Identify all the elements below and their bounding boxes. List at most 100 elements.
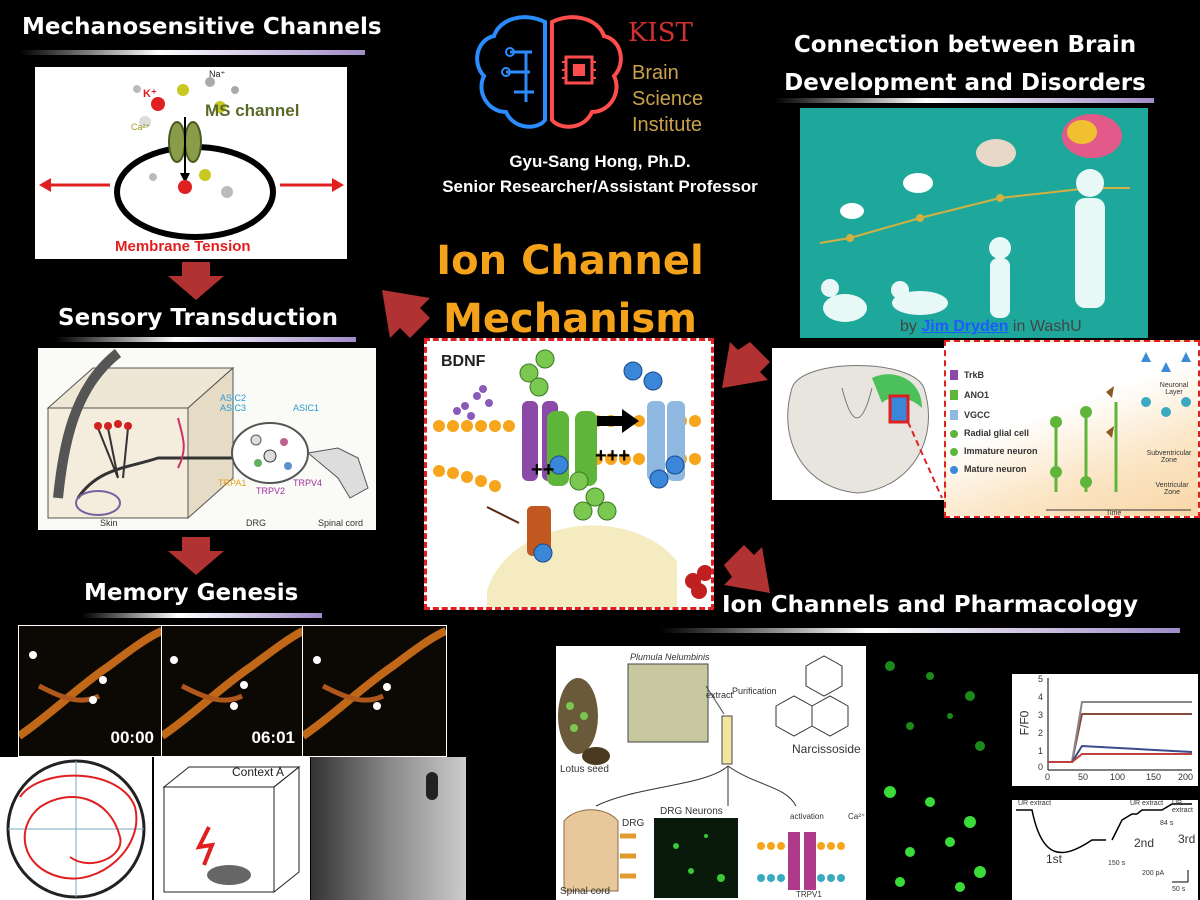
label-extract: extract: [706, 690, 734, 700]
skin-drg-diagram: [46, 349, 369, 520]
xtick: 100: [1110, 772, 1126, 782]
ytick: 5: [1038, 674, 1044, 684]
right-up-arrow-icon: [722, 340, 770, 393]
label-trpv1: TRPV1: [796, 890, 822, 899]
credit-in: in WashU: [1008, 318, 1082, 335]
ytick: 2: [1038, 728, 1044, 738]
label-lotus-seed: Lotus seed: [560, 764, 609, 775]
marker-dot: [29, 651, 37, 659]
zone-neuronal: Neuronal Layer: [1159, 382, 1189, 396]
ms-label-na: Na⁺: [209, 69, 226, 79]
label-84s: 84 s: [1160, 820, 1174, 827]
marker-dot: [170, 656, 178, 664]
label-asic23: ASIC2 ASIC3: [220, 393, 247, 413]
heading-underline: [660, 628, 1180, 633]
label-asic1: ASIC1: [293, 403, 320, 413]
label-drg: DRG: [246, 518, 266, 528]
marker-dot: [240, 681, 248, 689]
timestamp: 06:01: [251, 728, 295, 747]
heading-underline: [20, 50, 365, 55]
membrane-diagram: [39, 77, 344, 240]
heading-underline: [774, 98, 1154, 103]
label-2nd: 2nd: [1134, 836, 1155, 850]
heading-mechanosensitive-channels: Mechanosensitive Channels: [22, 14, 382, 40]
heading-sensory-transduction: Sensory Transduction: [58, 305, 338, 331]
water-maze-trace: [0, 757, 152, 900]
timestamp: 00:00: [110, 728, 154, 747]
brain-slice-image: [772, 348, 944, 500]
logo-text-institute: Institute: [632, 114, 703, 136]
xtick: 0: [1045, 772, 1051, 782]
sensory-transduction-diagram: ASIC2 ASIC3 ASIC1 TRPA1 TRPV2 TRPV4 Skin…: [38, 348, 376, 530]
current-trace-panel: UR extract UR extract UR extract 1st 2nd…: [1012, 800, 1198, 900]
heading-underline: [82, 613, 322, 618]
ff0-time-graph: F/F0 5 4 3 2 1 0 0 50 100 150 200: [1012, 674, 1198, 786]
fear-conditioning-box: Context A: [154, 757, 310, 900]
xtick: 150: [1146, 772, 1162, 782]
label-activation: activation: [790, 812, 824, 821]
person-title: Senior Researcher/Assistant Professor: [442, 177, 758, 196]
pharmacology-workflow-diagram: Plumula Nelumbinis extract Purification …: [556, 646, 866, 900]
label-trpa1: TRPA1: [218, 478, 247, 488]
legend-trkb: TrkB: [964, 370, 985, 380]
label-narcissoside: Narcissoside: [792, 742, 861, 756]
dendrite-image-3: [302, 625, 447, 757]
xtick: 200: [1178, 772, 1194, 782]
calcium-imaging-before: [870, 646, 1008, 770]
heading-ion-channels-pharmacology: Ion Channels and Pharmacology: [722, 592, 1138, 618]
ytick: 1: [1038, 746, 1044, 756]
legend-immature-neuron: Immature neuron: [964, 446, 1038, 456]
label-ca: Ca²⁺: [848, 812, 866, 821]
ms-label-ca: Ca²⁺: [131, 122, 151, 132]
legend-radial-glial: Radial glial cell: [964, 428, 1030, 438]
label-plumula: Plumula Nelumbinis: [630, 652, 710, 662]
zone-subventricular: Subventricular Zone: [1146, 450, 1192, 464]
label-ur-extract-3: UR extract: [1172, 800, 1194, 814]
plus-charge: +++: [595, 445, 631, 467]
marker-dot: [99, 676, 107, 684]
right-down-arrow-icon: [722, 545, 770, 598]
center-title: Ion Channel Mechanism: [436, 238, 704, 342]
context-label: Context A: [232, 765, 285, 779]
label-ur-extract-1: UR extract: [1018, 800, 1052, 807]
label-50s: 50 s: [1172, 886, 1186, 893]
ytick: 4: [1038, 692, 1044, 702]
heading-brain-development: Connection between Brain Development and…: [784, 32, 1146, 96]
label-drg: DRG: [622, 818, 645, 829]
image-credit: by Jim Dryden in WashU: [900, 318, 1082, 336]
plus-charge: ++: [531, 459, 555, 481]
brain-development-illustration: [800, 108, 1148, 338]
label-skin: Skin: [100, 518, 118, 528]
dendrite-image-1: 00:00: [18, 625, 163, 757]
kist-wordmark: KIST: [628, 18, 693, 48]
label-150s: 150 s: [1108, 860, 1126, 867]
label-1st: 1st: [1046, 852, 1063, 866]
label-ur-extract-2: UR extract: [1130, 800, 1164, 807]
ms-label-k: K⁺: [143, 88, 157, 100]
label-trpv4: TRPV4: [293, 478, 323, 488]
down-arrow-icon: [168, 537, 224, 580]
ms-label-channel: MS channel: [205, 101, 300, 120]
marker-dot: [383, 683, 391, 691]
ion-channel-mechanism-diagram: BDNF ++ +++: [424, 338, 714, 610]
label-200pa: 200 pA: [1142, 870, 1165, 877]
ytick: 3: [1038, 710, 1044, 720]
marker-dot: [373, 702, 381, 710]
heading-memory-genesis: Memory Genesis: [84, 580, 299, 606]
xtick: 50: [1078, 772, 1089, 782]
bdnf-label: BDNF: [441, 353, 486, 370]
credit-author-link[interactable]: Jim Dryden: [921, 318, 1009, 335]
marker-dot: [313, 656, 321, 664]
label-spinal-cord: Spinal cord: [318, 518, 364, 528]
membrane-channel-illustration: [433, 349, 711, 607]
logo-text-brain: Brain: [632, 62, 679, 84]
label-spinal-cord: Spinal cord: [560, 886, 611, 897]
logo-text-science: Science: [632, 88, 704, 110]
legend-vgcc: VGCC: [964, 410, 991, 420]
label-3rd: 3rd: [1178, 832, 1196, 846]
legend-ano1: ANO1: [964, 390, 990, 400]
ytick: 0: [1038, 762, 1044, 772]
label-trpv2: TRPV2: [256, 486, 286, 496]
brain-logo: [470, 12, 630, 137]
label-drg-neurons: DRG Neurons: [660, 806, 723, 817]
